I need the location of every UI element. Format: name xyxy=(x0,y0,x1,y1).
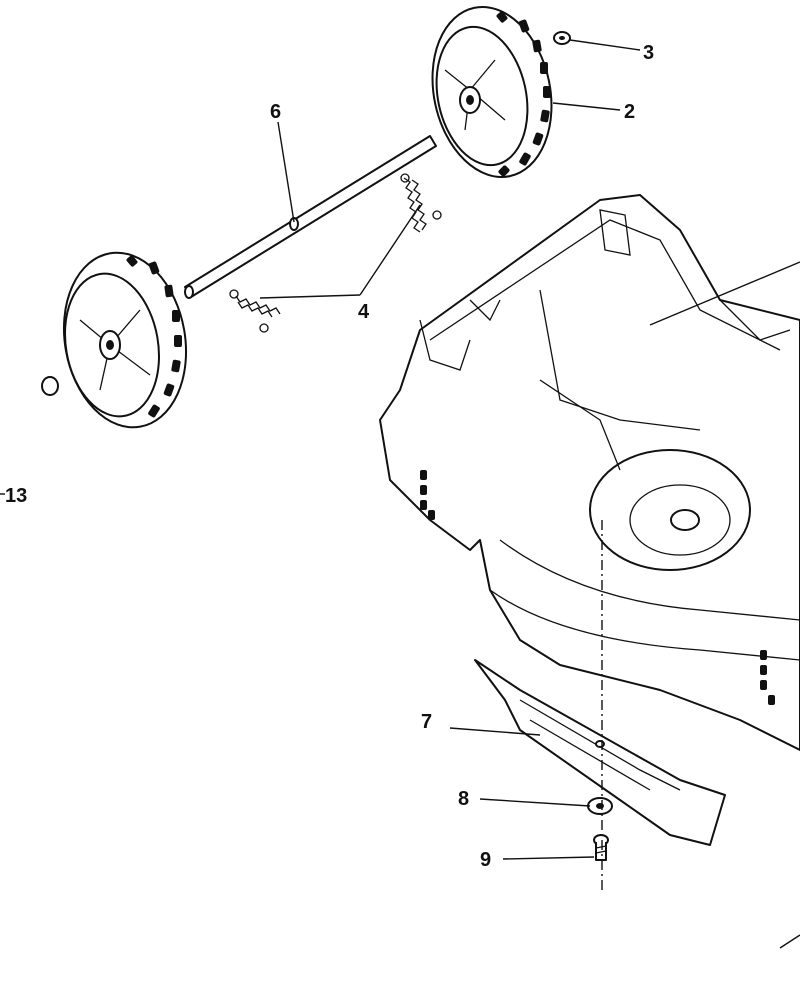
rear-wheel-upper xyxy=(431,6,553,178)
cutting-blade xyxy=(474,659,726,846)
hub-cap xyxy=(41,376,59,396)
rear-wheel-left xyxy=(62,251,188,429)
blade-bolt xyxy=(593,834,609,861)
blade-washer xyxy=(587,797,613,815)
axle xyxy=(184,135,437,299)
callout-4: 4 xyxy=(358,301,370,323)
callout-2: 2 xyxy=(624,101,635,123)
wheel-nut xyxy=(553,31,571,45)
callout-6: 6 xyxy=(270,101,281,123)
spring-lower xyxy=(229,289,281,333)
spring-upper xyxy=(400,173,442,233)
mower-deck-housing xyxy=(379,194,800,751)
callout-7: 7 xyxy=(421,711,432,733)
callout-9: 9 xyxy=(480,849,491,871)
callout-13: 13 xyxy=(5,485,27,507)
leader-lines xyxy=(0,39,800,949)
callout-8: 8 xyxy=(458,788,469,810)
callout-3: 3 xyxy=(643,42,654,64)
